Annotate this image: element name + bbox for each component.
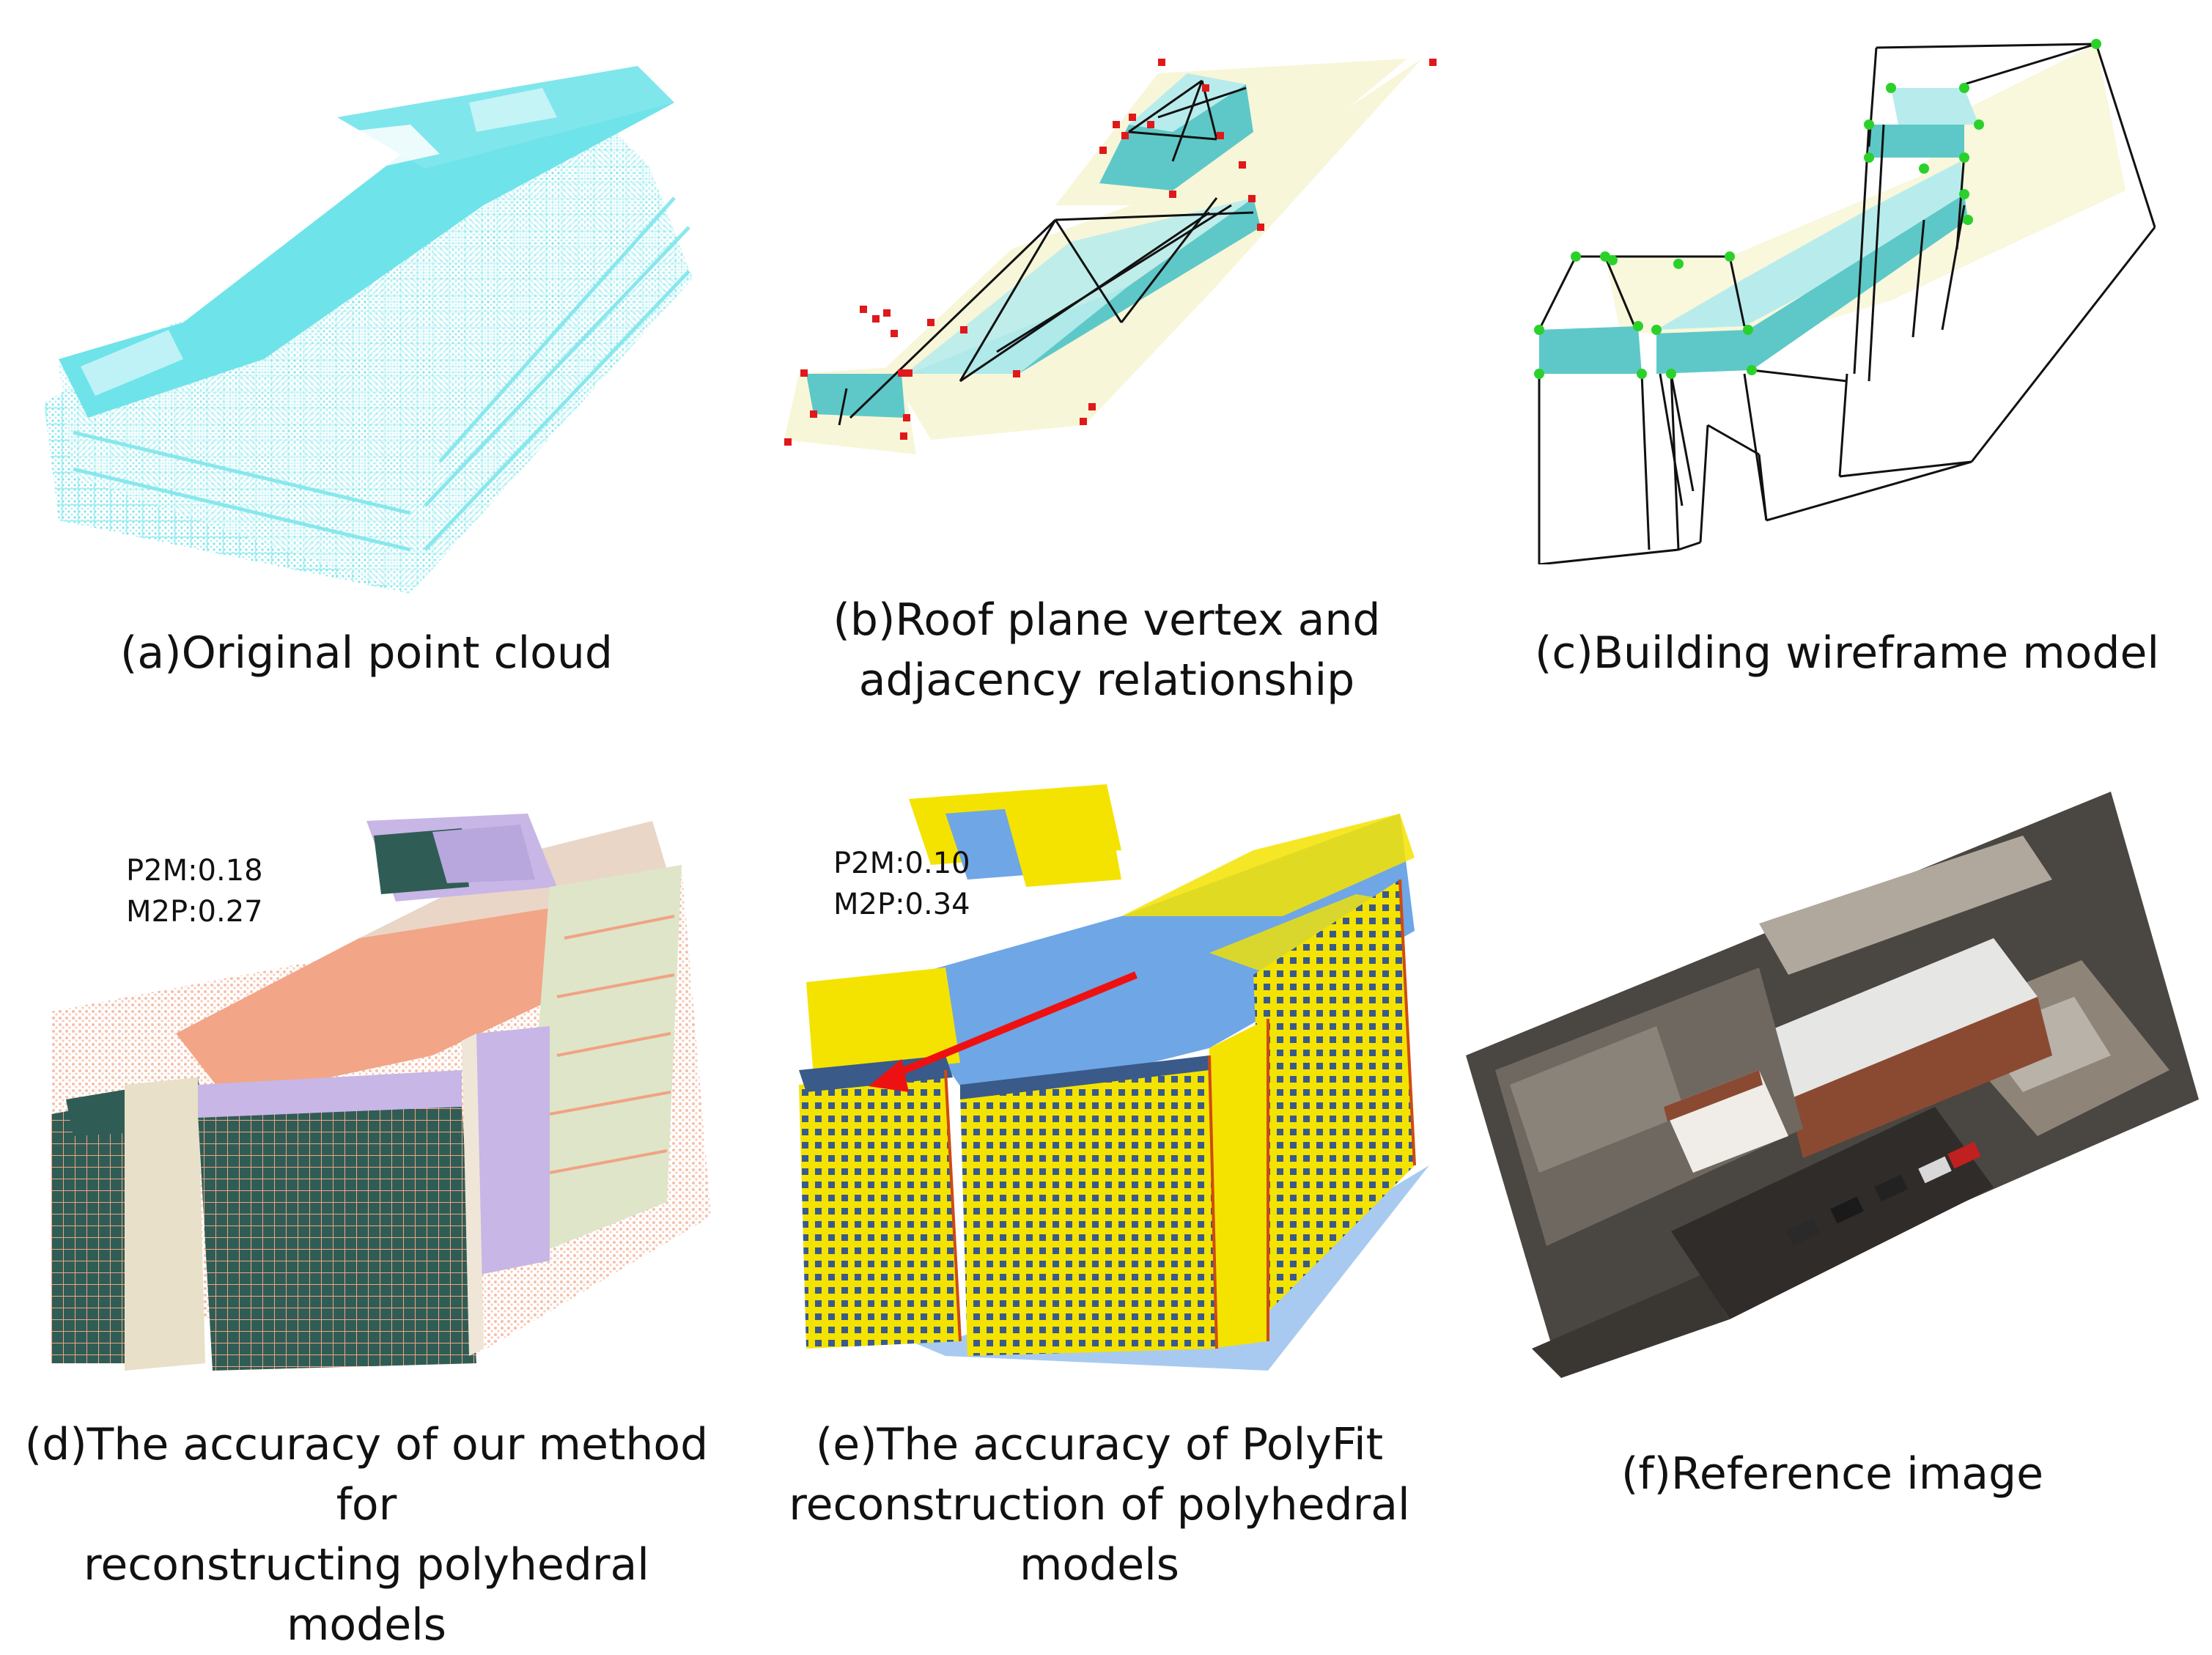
- caption-b-line1: (b)Roof plane vertex and: [833, 594, 1381, 646]
- red-arrow-icon: [869, 971, 1138, 1092]
- metric-e-p2m: P2M:0.10: [833, 847, 970, 880]
- caption-f: (f)Reference image: [1539, 1444, 2126, 1504]
- panel-b-roof-planes: [777, 44, 1437, 454]
- caption-e-line1: (e)The accuracy of PolyFit: [815, 1419, 1384, 1470]
- panel-e-polyfit: [799, 770, 1444, 1385]
- panel-d-our-method: [51, 792, 726, 1378]
- panel-c-wireframe: [1525, 37, 2169, 564]
- caption-e-line2: reconstruction of polyhedral models: [789, 1479, 1410, 1591]
- caption-d-line1: (d)The accuracy of our method for: [24, 1419, 709, 1530]
- polyfit-model-image: [799, 784, 1429, 1371]
- our-method-model-image: [51, 814, 711, 1371]
- panel-a-point-cloud: [29, 37, 733, 601]
- caption-f-text: (f)Reference image: [1621, 1448, 2044, 1500]
- roof-plane-diagram: [784, 59, 1437, 454]
- caption-e: (e)The accuracy of PolyFit reconstructio…: [718, 1415, 1481, 1595]
- metric-d-m2p: M2P:0.27: [126, 895, 263, 929]
- metric-d-p2m: P2M:0.18: [126, 854, 263, 888]
- panel-f-reference-photo: [1466, 792, 2199, 1393]
- caption-b-line2: adjacency relationship: [858, 655, 1355, 706]
- metric-e: P2M:0.10 M2P:0.34: [833, 843, 970, 925]
- caption-a: (a)Original point cloud: [73, 623, 660, 683]
- caption-c-text: (c)Building wireframe model: [1534, 627, 2160, 679]
- reference-aerial-photo: [1466, 792, 2199, 1378]
- caption-b: (b)Roof plane vertex and adjacency relat…: [770, 590, 1444, 710]
- metric-d: P2M:0.18 M2P:0.27: [126, 850, 263, 932]
- wireframe-diagram: [1534, 39, 2156, 564]
- caption-c: (c)Building wireframe model: [1525, 623, 2169, 683]
- point-cloud-image: [44, 66, 693, 594]
- caption-a-text: (a)Original point cloud: [119, 627, 613, 679]
- metric-e-m2p: M2P:0.34: [833, 888, 970, 921]
- caption-d: (d)The accuracy of our method for recons…: [0, 1415, 733, 1655]
- caption-d-line2: reconstructing polyhedral models: [84, 1539, 649, 1651]
